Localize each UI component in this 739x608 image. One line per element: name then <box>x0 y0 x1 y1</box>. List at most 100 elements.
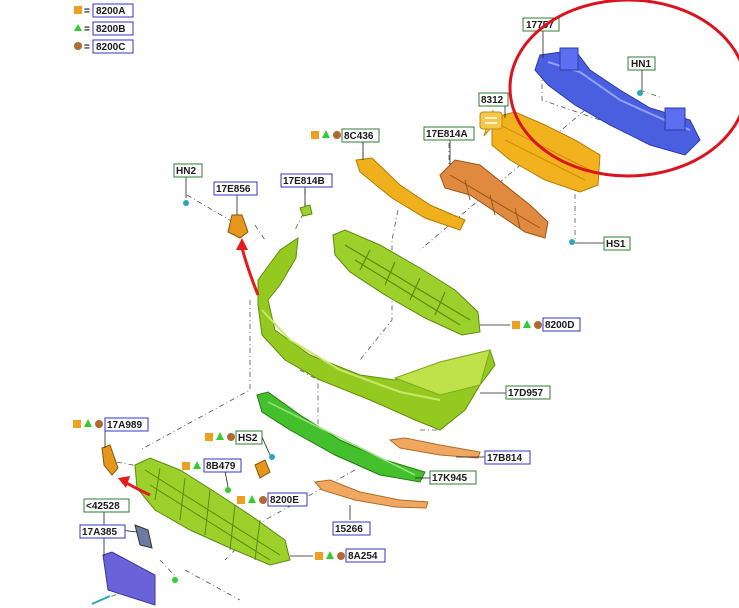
svg-text:17K945: 17K945 <box>432 473 467 484</box>
part-17a989-bracket[interactable] <box>101 444 119 476</box>
label-8a254[interactable]: 8A254 <box>315 548 386 563</box>
legend-equals: = <box>84 24 90 35</box>
square-marker-icon <box>73 420 81 428</box>
label-42528[interactable]: <42528 <box>83 498 130 513</box>
svg-text:17757: 17757 <box>526 20 554 31</box>
label-17d957[interactable]: 17D957 <box>505 385 551 400</box>
label-8c436[interactable]: 8C436 <box>311 128 380 143</box>
label-8b479[interactable]: 8B479 <box>182 458 242 473</box>
fastener-hn2-icon <box>183 200 189 206</box>
parts-art <box>91 47 701 606</box>
screw-icon <box>91 595 111 605</box>
svg-text:HS2: HS2 <box>238 433 258 444</box>
label-17e814a[interactable]: 17E814A <box>423 126 475 141</box>
fasteners <box>91 90 643 605</box>
highlight-ellipse <box>508 0 739 178</box>
fastener-hs1-icon <box>569 239 575 245</box>
part-labels: 17757 HN1 8312 17E814A 8C436 HN2 17E856 <box>73 17 656 563</box>
part-17k945-lower-grille[interactable] <box>256 391 426 483</box>
legend-square-icon <box>74 6 82 14</box>
triangle-marker-icon <box>248 495 256 503</box>
label-17a989[interactable]: 17A989 <box>73 417 149 432</box>
circle-marker-icon <box>337 552 345 560</box>
part-upper-grille[interactable] <box>332 229 481 336</box>
legend: = 8200A = 8200B = 8200C <box>74 3 134 54</box>
circle-marker-icon <box>534 321 542 329</box>
fastener-hn1-icon <box>637 90 643 96</box>
label-17e856[interactable]: 17E856 <box>213 181 258 196</box>
triangle-marker-icon <box>523 320 531 328</box>
label-hs1[interactable]: HS1 <box>603 236 631 251</box>
svg-text:15266: 15266 <box>335 524 363 535</box>
circle-marker-icon <box>95 420 103 428</box>
svg-text:17A989: 17A989 <box>107 420 142 431</box>
part-8c436-strip[interactable] <box>355 157 466 231</box>
label-17b814[interactable]: 17B814 <box>484 450 531 465</box>
svg-text:8200D: 8200D <box>545 320 574 331</box>
svg-text:17D957: 17D957 <box>508 388 543 399</box>
part-17d957-bumper-cover[interactable] <box>257 236 496 431</box>
circle-marker-icon <box>333 131 341 139</box>
square-marker-icon <box>237 496 245 504</box>
legend-item-8200c: = 8200C <box>74 39 134 54</box>
triangle-marker-icon <box>322 130 330 138</box>
legend-code-8200b[interactable]: 8200B <box>96 24 125 35</box>
arrow-head-icon <box>118 476 130 488</box>
label-17a385[interactable]: 17A385 <box>79 524 126 539</box>
label-17e814b[interactable]: 17E814B <box>280 173 333 188</box>
fastener-bottom-icon <box>172 577 178 583</box>
legend-equals: = <box>84 6 90 17</box>
label-17k945[interactable]: 17K945 <box>429 470 477 485</box>
part-lower-grille-mesh[interactable] <box>134 457 291 566</box>
label-8200d[interactable]: 8200D <box>512 317 581 332</box>
legend-code-8200a[interactable]: 8200A <box>96 6 125 17</box>
arrow-head-icon <box>236 238 248 250</box>
square-marker-icon <box>205 433 213 441</box>
legend-equals: = <box>84 42 90 53</box>
comment-icon[interactable] <box>479 111 503 137</box>
svg-text:8312: 8312 <box>481 95 504 106</box>
label-hs2[interactable]: HS2 <box>205 430 263 445</box>
part-17e814b-clip[interactable] <box>299 204 313 217</box>
part-17e856-bracket[interactable] <box>227 214 249 239</box>
svg-text:17A385: 17A385 <box>82 527 117 538</box>
fastener-8b479-icon <box>225 487 231 493</box>
part-hs2-bracket[interactable] <box>254 459 271 479</box>
square-marker-icon <box>512 321 520 329</box>
part-42528-plate[interactable] <box>134 524 153 549</box>
svg-text:8B479: 8B479 <box>206 461 236 472</box>
label-hn1[interactable]: HN1 <box>627 56 656 71</box>
legend-item-8200b: = 8200B <box>74 21 134 36</box>
svg-text:<42528: <42528 <box>86 501 120 512</box>
svg-text:8C436: 8C436 <box>344 131 374 142</box>
svg-text:8A254: 8A254 <box>348 551 378 562</box>
circle-marker-icon <box>259 496 267 504</box>
svg-text:17E814B: 17E814B <box>283 176 325 187</box>
svg-text:17B814: 17B814 <box>487 453 522 464</box>
label-15266[interactable]: 15266 <box>332 521 371 536</box>
legend-triangle-icon <box>74 24 82 31</box>
label-hn2[interactable]: HN2 <box>173 163 203 178</box>
legend-item-8200a: = 8200A <box>74 3 134 18</box>
square-marker-icon <box>311 131 319 139</box>
part-17757-beam[interactable] <box>534 47 701 156</box>
triangle-marker-icon <box>326 551 334 559</box>
svg-text:HN2: HN2 <box>176 166 196 177</box>
part-17e814a-bracket[interactable] <box>439 159 549 239</box>
label-8312[interactable]: 8312 <box>478 92 509 107</box>
svg-text:HS1: HS1 <box>606 239 626 250</box>
red-arrows <box>118 238 260 497</box>
triangle-marker-icon <box>84 419 92 427</box>
circle-marker-icon <box>227 433 235 441</box>
svg-text:HN1: HN1 <box>631 59 651 70</box>
label-8200e[interactable]: 8200E <box>237 492 308 507</box>
part-17b814-trim[interactable] <box>388 437 481 459</box>
legend-code-8200c[interactable]: 8200C <box>96 42 125 53</box>
leader-lines <box>103 31 643 557</box>
square-marker-icon <box>315 552 323 560</box>
part-15266-trim[interactable] <box>314 479 429 509</box>
svg-text:17E814A: 17E814A <box>426 129 468 140</box>
square-marker-icon <box>182 462 190 470</box>
part-17a385-plate[interactable] <box>102 551 156 606</box>
